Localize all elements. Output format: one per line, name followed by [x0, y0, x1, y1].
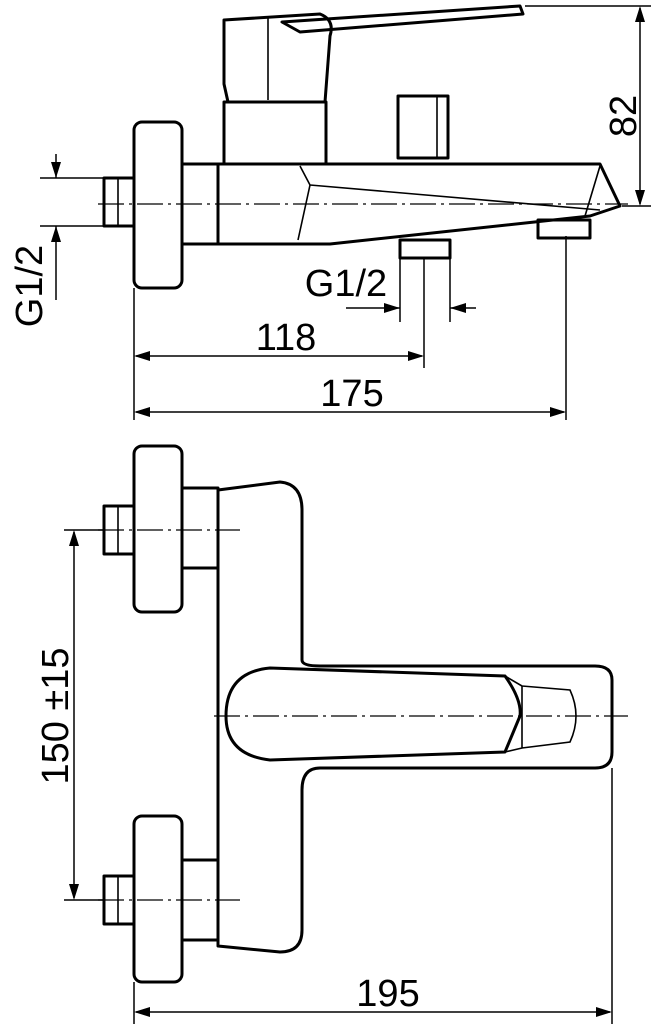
- dim-195-arrow-right: [596, 1007, 612, 1017]
- dim-g12-outlet-label: G1/2: [305, 263, 387, 305]
- dim-g12-left-arrow-bottom: [51, 226, 61, 242]
- side-view: 82 G1/2 G1/2 118 175: [9, 4, 651, 420]
- dim-82-label: 82: [603, 95, 645, 137]
- plan-flange-lower: [132, 814, 184, 984]
- side-body-neck: [222, 100, 328, 166]
- dim-195-label: 195: [356, 973, 419, 1015]
- dim-82-arrow-bottom: [635, 190, 645, 206]
- dim-118-label: 118: [256, 317, 317, 359]
- side-inlet-pipe: [102, 176, 136, 228]
- dim-175-arrow-left: [134, 407, 150, 417]
- plan-connector-upper: [180, 486, 220, 570]
- dim-175-label: 175: [320, 373, 383, 415]
- side-handle-body: [222, 12, 333, 104]
- dim-150-label: 150 ±15: [35, 647, 77, 784]
- dim-g12-left-arrow-top: [51, 162, 61, 178]
- dim-82-arrow-top: [635, 6, 645, 22]
- plan-body: [216, 480, 614, 954]
- side-aerator: [536, 218, 592, 240]
- side-diverter-knob: [396, 94, 450, 160]
- plan-lever-facet: [504, 675, 577, 753]
- dim-118-arrow-left: [134, 351, 150, 361]
- dim-g12-outlet-arrow-right: [450, 303, 466, 313]
- side-handle-lever: [280, 4, 525, 34]
- side-spout-facet: [297, 165, 601, 241]
- dim-175-arrow-right: [550, 407, 566, 417]
- dim-g12-left-label: G1/2: [9, 245, 51, 327]
- dim-g12-outlet-arrow-left: [384, 303, 400, 313]
- plan-flange-upper: [132, 444, 184, 614]
- side-spout-tip: [584, 165, 601, 217]
- dim-195-arrow-left: [134, 1007, 150, 1017]
- plan-view: 150 ±15 195: [35, 444, 628, 1024]
- dim-118-arrow-right: [408, 351, 424, 361]
- side-wall-flange: [132, 120, 184, 290]
- side-outlet: [398, 238, 452, 260]
- plan-lever: [224, 666, 522, 762]
- dim-150-arrow-bottom: [69, 884, 79, 900]
- dim-150-arrow-top: [69, 530, 79, 546]
